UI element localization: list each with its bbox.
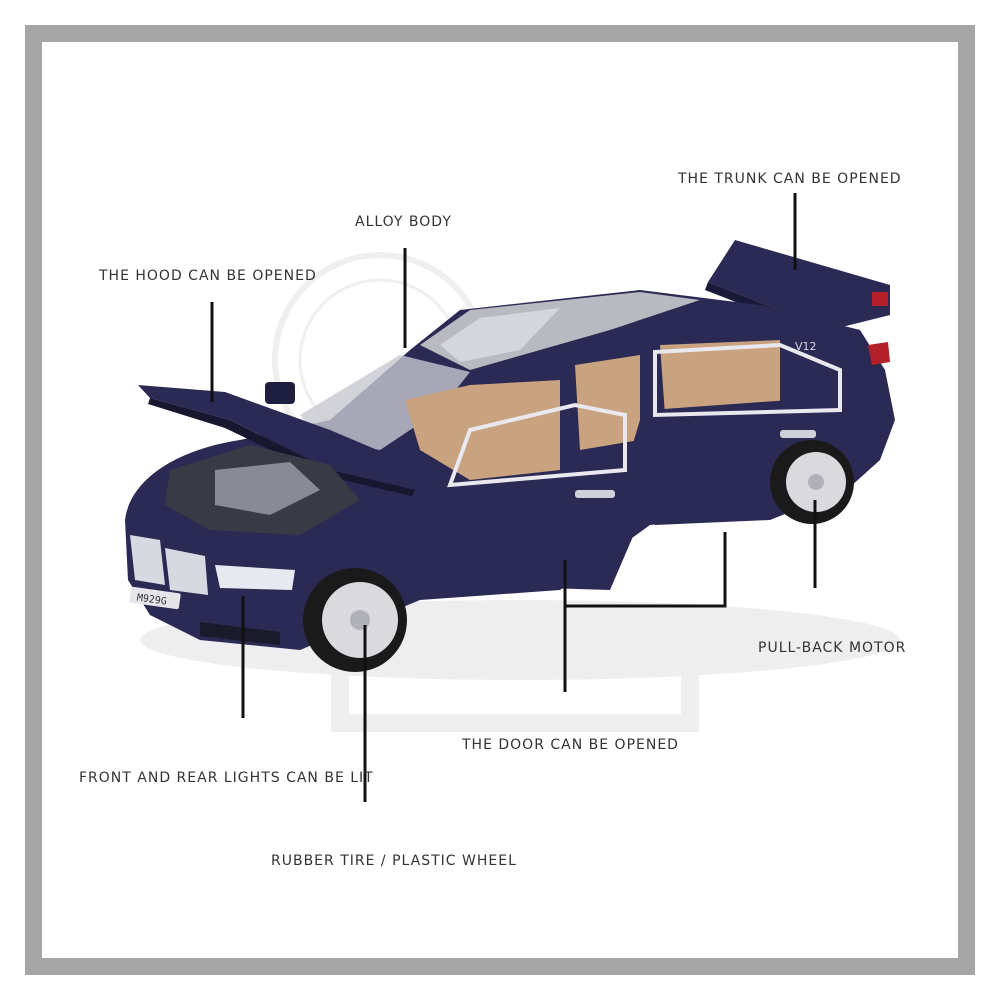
tire-wheel-callout: RUBBER TIRE / PLASTIC WHEEL: [271, 853, 517, 869]
lights-callout: FRONT AND REAR LIGHTS CAN BE LIT: [79, 770, 374, 786]
front-wheel: [303, 568, 407, 672]
model-badge: V12: [795, 340, 817, 353]
trunk-callout: THE TRUNK CAN BE OPENED: [678, 171, 902, 187]
door-callout: THE DOOR CAN BE OPENED: [462, 737, 679, 753]
engine-bay: [165, 445, 360, 535]
leader-lines: [210, 193, 817, 802]
pullback-motor-callout: PULL-BACK MOTOR: [758, 640, 907, 656]
license-plate: M929G: [136, 593, 167, 608]
door-leader-b: [565, 532, 727, 608]
front-end: M929G: [129, 535, 295, 645]
hood: [138, 385, 420, 496]
hood-callout: THE HOOD CAN BE OPENED: [99, 268, 317, 284]
rear-wheel: [770, 440, 854, 524]
alloy-body-callout: ALLOY BODY: [355, 214, 452, 230]
